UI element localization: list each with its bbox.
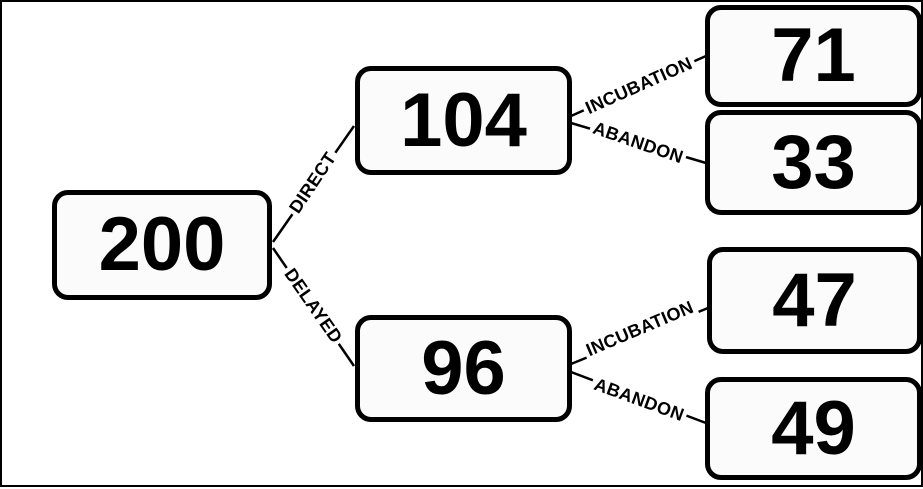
node-delayed-abandon-value: 49: [771, 385, 856, 471]
node-direct: 104: [355, 66, 572, 175]
node-delayed-incubation: 47: [707, 247, 922, 354]
node-delayed-value: 96: [421, 325, 506, 411]
node-direct-abandon: 33: [705, 110, 922, 215]
node-root: 200: [52, 190, 272, 300]
node-direct-abandon-value: 33: [771, 119, 856, 205]
node-direct-incubation-value: 71: [771, 13, 856, 98]
node-delayed-incubation-value: 47: [772, 257, 857, 343]
node-direct-value: 104: [400, 77, 527, 163]
node-root-value: 200: [98, 202, 226, 287]
node-delayed-abandon: 49: [705, 377, 922, 480]
node-delayed: 96: [355, 315, 572, 422]
node-direct-incubation: 71: [705, 5, 922, 107]
